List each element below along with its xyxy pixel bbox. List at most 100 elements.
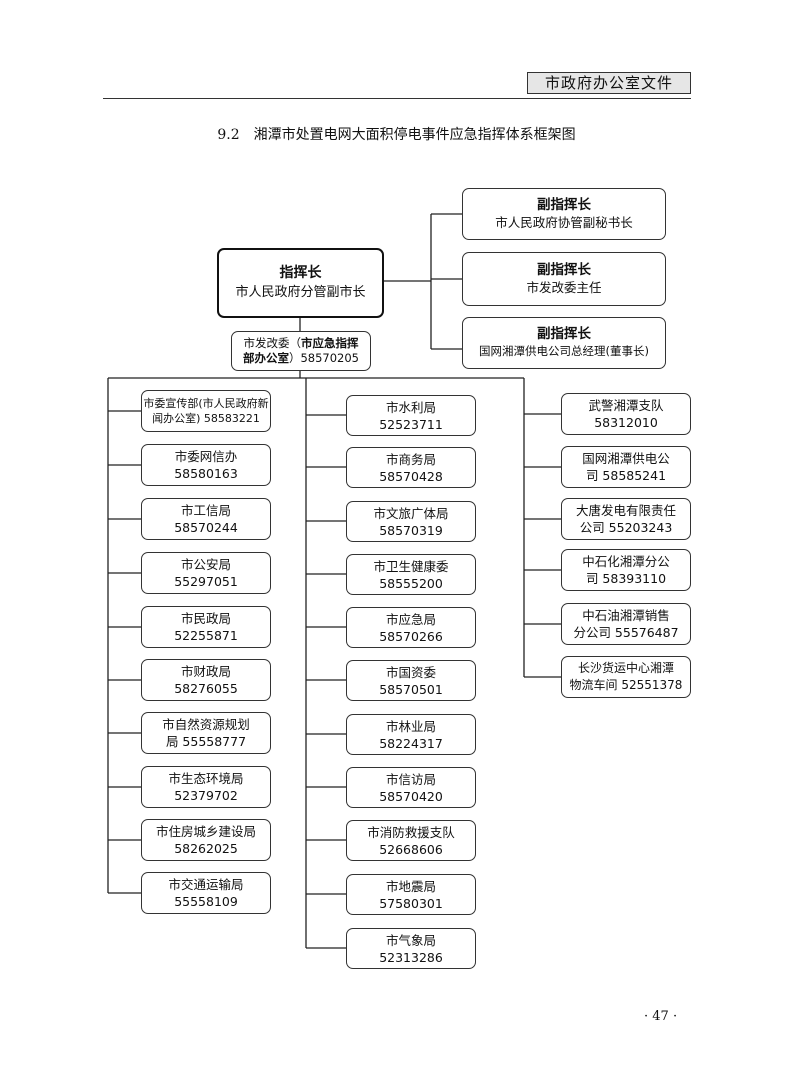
dept-name: 市水利局 — [385, 399, 436, 415]
dept-phone: 58312010 — [594, 415, 658, 430]
dept-name: 市应急局 — [385, 611, 436, 627]
dept-phone: 58276055 — [174, 681, 238, 696]
deputy-title: 副指挥长 — [537, 326, 591, 342]
dept-name: 中石油湘潭销售 — [582, 608, 670, 623]
commander-role: 市人民政府分管副市长 — [235, 285, 366, 300]
dept-name: 市消防救援支队 — [367, 824, 455, 840]
command-office-box: 市发改委（市应急指挥 部办公室）58570205 — [231, 331, 371, 371]
dept-box-right: 武警湘潭支队 58312010 — [561, 393, 691, 435]
dept-name: 长沙货运中心湘潭 — [577, 661, 674, 675]
dept-box-left: 市委网信办 58580163 — [141, 444, 271, 486]
dept-box-left: 市自然资源规划局 55558777 — [141, 712, 271, 754]
dept-name: 国网湘潭供电公 — [582, 451, 670, 466]
dept-box-left: 市公安局 55297051 — [141, 552, 271, 594]
dept-name: 武警湘潭支队 — [588, 398, 664, 413]
dept-phone: 58580163 — [174, 466, 238, 481]
commander-title: 指挥长 — [279, 265, 322, 281]
dept-name: 市地震局 — [385, 878, 436, 894]
dept-box-left: 市民政局 52255871 — [141, 606, 271, 648]
deputy-commander-3: 副指挥长 国网湘潭供电公司总经理(董事长) — [462, 317, 666, 369]
dept-name: 市公安局 — [180, 557, 231, 572]
diagram-title: 9.2 湘潭市处置电网大面积停电事件应急指挥体系框架图 — [217, 127, 576, 143]
dept-name: 市民政局 — [180, 611, 231, 626]
dept-phone: 58262025 — [174, 841, 238, 856]
dept-name: 市文旅广体局 — [373, 505, 449, 521]
dept-name: 市工信局 — [180, 503, 231, 518]
deputy-role: 国网湘潭供电公司总经理(董事长) — [479, 344, 649, 358]
dept-phone: 58570420 — [379, 788, 443, 804]
header-rule — [103, 98, 691, 99]
deputy-role: 市发改委主任 — [526, 280, 602, 295]
dept-box-left: 市生态环境局 52379702 — [141, 766, 271, 808]
deputy-role: 市人民政府协管副秘书长 — [495, 215, 633, 230]
dept-name: 市生态环境局 — [168, 771, 244, 786]
dept-phone: 58570319 — [379, 522, 443, 538]
dept-phone: 局 55558777 — [165, 734, 247, 749]
dept-phone: 58555200 — [379, 575, 443, 591]
dept-box-right: 中石油湘潭销售分公司 55576487 — [561, 603, 691, 645]
dept-phone: 58570501 — [379, 681, 443, 697]
dept-phone: 52668606 — [379, 841, 443, 857]
dept-phone: 52523711 — [379, 416, 443, 432]
office-text-bold: 市应急指挥 — [301, 336, 359, 350]
dept-phone: 55558109 — [174, 894, 238, 909]
deputy-commander-1: 副指挥长 市人民政府协管副秘书长 — [462, 188, 666, 240]
office-text-bold: 部办公室 — [242, 351, 289, 365]
dept-phone: 公司 55203243 — [579, 520, 673, 535]
dept-phone: 闻办公室) 58583221 — [152, 412, 260, 425]
dept-box-right: 长沙货运中心湘潭物流车间 52551378 — [561, 656, 691, 698]
dept-box-right: 中石化湘潭分公司 58393110 — [561, 549, 691, 591]
dept-name: 市自然资源规划 — [162, 717, 250, 732]
dept-phone: 58224317 — [379, 735, 443, 751]
dept-name: 市财政局 — [180, 664, 231, 679]
deputy-commander-2: 副指挥长 市发改委主任 — [462, 252, 666, 306]
dept-name: 市气象局 — [385, 932, 436, 948]
document-header-tag: 市政府办公室文件 — [527, 72, 691, 94]
dept-box-left: 市财政局 58276055 — [141, 659, 271, 701]
dept-phone: 58570244 — [174, 520, 238, 535]
office-text: ）58570205 — [288, 351, 360, 365]
dept-name: 市商务局 — [385, 451, 436, 467]
dept-name: 大唐发电有限责任 — [575, 503, 676, 518]
dept-box-left: 市委宣传部(市人民政府新闻办公室) 58583221 — [141, 390, 271, 432]
dept-phone: 分公司 55576487 — [573, 625, 679, 640]
dept-name: 市交通运输局 — [168, 877, 244, 892]
deputy-title: 副指挥长 — [537, 197, 591, 213]
office-line-2: 部办公室）58570205 — [243, 351, 359, 366]
page-number: · 47 · — [644, 1009, 678, 1024]
dept-phone: 52313286 — [379, 949, 443, 965]
commander-box: 指挥长 市人民政府分管副市长 — [217, 248, 384, 318]
dept-phone: 55297051 — [174, 574, 238, 589]
dept-name: 市信访局 — [385, 771, 436, 787]
dept-phone: 58570266 — [379, 628, 443, 644]
dept-box-right: 大唐发电有限责任公司 55203243 — [561, 498, 691, 540]
dept-name: 市林业局 — [385, 718, 436, 734]
dept-name: 中石化湘潭分公 — [582, 554, 670, 569]
dept-phone: 物流车间 52551378 — [569, 678, 683, 692]
dept-phone: 58570428 — [379, 468, 443, 484]
dept-name: 市委网信办 — [174, 449, 238, 464]
dept-phone: 57580301 — [379, 895, 443, 911]
deputy-title: 副指挥长 — [537, 262, 591, 278]
dept-name: 市卫生健康委 — [373, 558, 449, 574]
dept-box-left: 市工信局 58570244 — [141, 498, 271, 540]
dept-phone: 52379702 — [174, 788, 238, 803]
dept-name: 市委宣传部(市人民政府新 — [143, 397, 269, 410]
dept-name: 市国资委 — [385, 664, 436, 680]
dept-phone: 司 58585241 — [585, 468, 667, 483]
office-line-1: 市发改委（市应急指挥 — [244, 336, 359, 351]
dept-phone: 52255871 — [174, 628, 238, 643]
dept-phone: 司 58393110 — [585, 571, 667, 586]
dept-box-right: 国网湘潭供电公司 58585241 — [561, 446, 691, 488]
